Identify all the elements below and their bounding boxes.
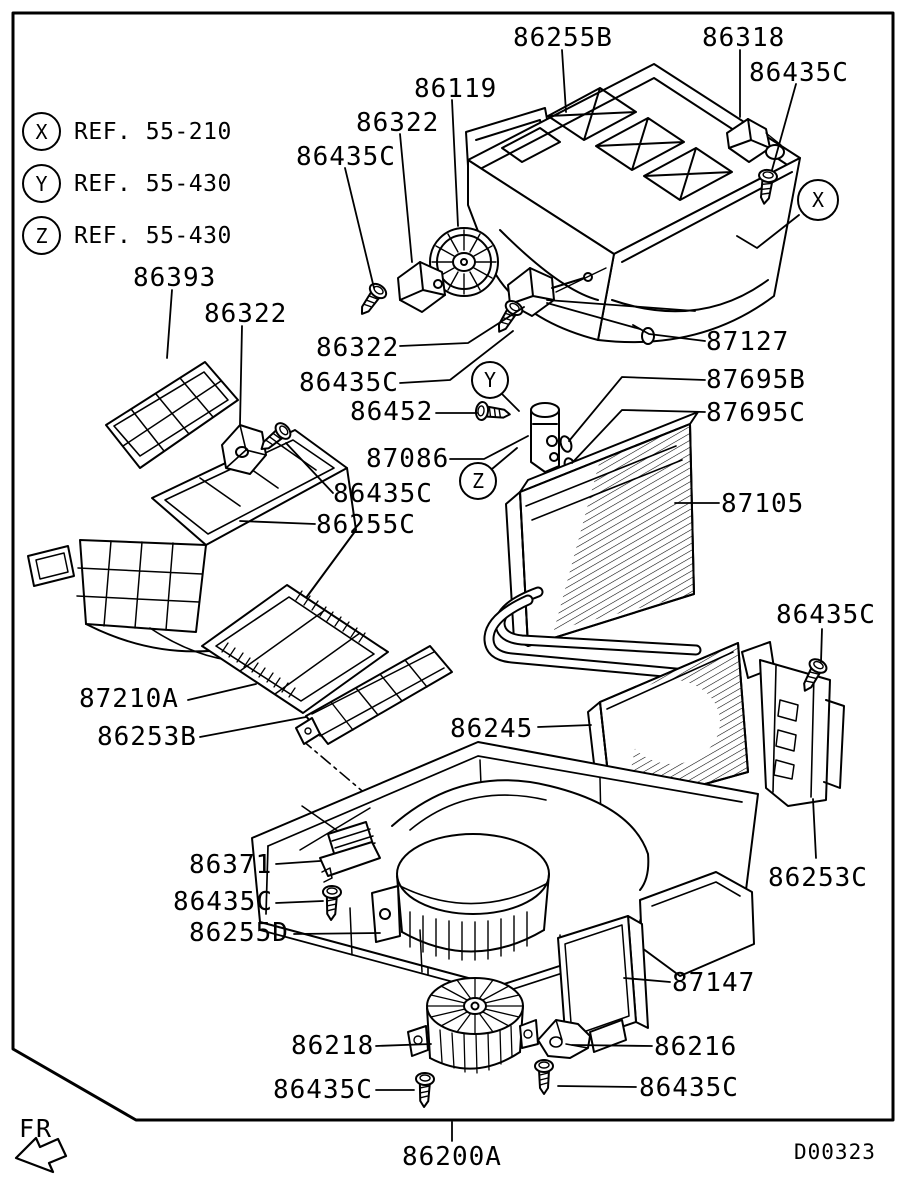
part-drawing-86119-fan bbox=[429, 227, 499, 297]
part-drawing-86371-resistor bbox=[319, 821, 381, 883]
legend-row-y: Y REF. 55-430 bbox=[22, 164, 232, 203]
part-drawing-86245-heater-core bbox=[483, 586, 749, 811]
part-callout-86216: 86216 bbox=[654, 1032, 738, 1062]
part-drawing-87210a-filter bbox=[201, 584, 389, 714]
part-drawing-86255d-blower-housing bbox=[371, 779, 650, 961]
part-drawing-87147-module bbox=[557, 915, 649, 1053]
section-symbol-z-icon: Z bbox=[22, 216, 61, 255]
part-callout-86255d: 86255D bbox=[189, 918, 289, 948]
legend-ref-text: REF. 55-430 bbox=[74, 170, 232, 197]
part-drawing-86253c-bracket bbox=[741, 641, 845, 807]
part-callout-87147: 87147 bbox=[672, 968, 756, 998]
part-callout-86435c-2: 86435C bbox=[296, 142, 396, 172]
section-symbol-x-icon: X bbox=[22, 112, 61, 151]
part-callout-86218: 86218 bbox=[291, 1031, 375, 1061]
part-callout-86255b: 86255B bbox=[513, 23, 613, 53]
legend-ref-text: REF. 55-210 bbox=[74, 118, 232, 145]
legend-row-z: Z REF. 55-430 bbox=[22, 216, 232, 255]
section-symbol-y-icon: Y bbox=[22, 164, 61, 203]
part-drawing-86253b-cover bbox=[295, 645, 453, 745]
part-callout-86253c: 86253C bbox=[768, 863, 868, 893]
part-callout-87127: 87127 bbox=[706, 327, 790, 357]
front-direction-arrow-icon bbox=[14, 1136, 68, 1174]
part-callout-86119: 86119 bbox=[414, 74, 498, 104]
part-callout-86452: 86452 bbox=[350, 397, 434, 427]
part-callout-86371: 86371 bbox=[189, 850, 273, 880]
assembly-callout-86200a: 86200A bbox=[402, 1142, 502, 1172]
part-callout-86322-1: 86322 bbox=[356, 108, 440, 138]
part-drawing-86218-blower-wheel bbox=[407, 977, 539, 1074]
part-drawing-87105-evaporator bbox=[505, 411, 699, 647]
part-drawing-87086-valve bbox=[530, 402, 560, 473]
part-callout-87210a: 87210A bbox=[79, 684, 179, 714]
part-callout-86253b: 86253B bbox=[97, 722, 197, 752]
part-callout-86435c-7: 86435C bbox=[273, 1075, 373, 1105]
part-callout-86435c-6: 86435C bbox=[173, 887, 273, 917]
part-drawing-86393-grille bbox=[105, 361, 239, 469]
part-callout-86435c-4: 86435C bbox=[333, 479, 433, 509]
legend-ref-text: REF. 55-430 bbox=[74, 222, 232, 249]
part-drawing-86318-sensor bbox=[726, 118, 785, 163]
callout-leader-lines bbox=[166, 49, 823, 1142]
part-callout-87105: 87105 bbox=[721, 489, 805, 519]
drawing-code: D00323 bbox=[794, 1140, 876, 1164]
part-callout-87695c: 87695C bbox=[706, 398, 806, 428]
part-callout-86435c-1: 86435C bbox=[749, 58, 849, 88]
section-marker-y: Y bbox=[471, 361, 509, 399]
legend-row-x: X REF. 55-210 bbox=[22, 112, 232, 151]
part-callout-86245: 86245 bbox=[450, 714, 534, 744]
section-marker-z: Z bbox=[459, 462, 497, 500]
part-callout-87086: 87086 bbox=[366, 444, 450, 474]
part-drawing-86322-actuator-left bbox=[397, 261, 446, 313]
part-callout-86435c-3: 86435C bbox=[299, 368, 399, 398]
part-callout-86435c-8: 86435C bbox=[639, 1073, 739, 1103]
part-callout-86318: 86318 bbox=[702, 23, 786, 53]
part-callout-86322-3: 86322 bbox=[316, 333, 400, 363]
part-drawing-86255b-upper-case bbox=[407, 63, 801, 344]
part-callout-86435c-5: 86435C bbox=[776, 600, 876, 630]
part-callout-86322-2: 86322 bbox=[204, 299, 288, 329]
part-drawing-86216-bracket bbox=[537, 1019, 591, 1059]
front-direction-label: FR bbox=[19, 1114, 54, 1143]
part-callout-87695b: 87695B bbox=[706, 365, 806, 395]
part-drawing-86322-bracket bbox=[221, 424, 267, 475]
part-callout-86255c: 86255C bbox=[316, 510, 416, 540]
part-callout-86393: 86393 bbox=[133, 263, 217, 293]
section-marker-x: X bbox=[797, 179, 839, 221]
page-border bbox=[11, 11, 895, 1122]
